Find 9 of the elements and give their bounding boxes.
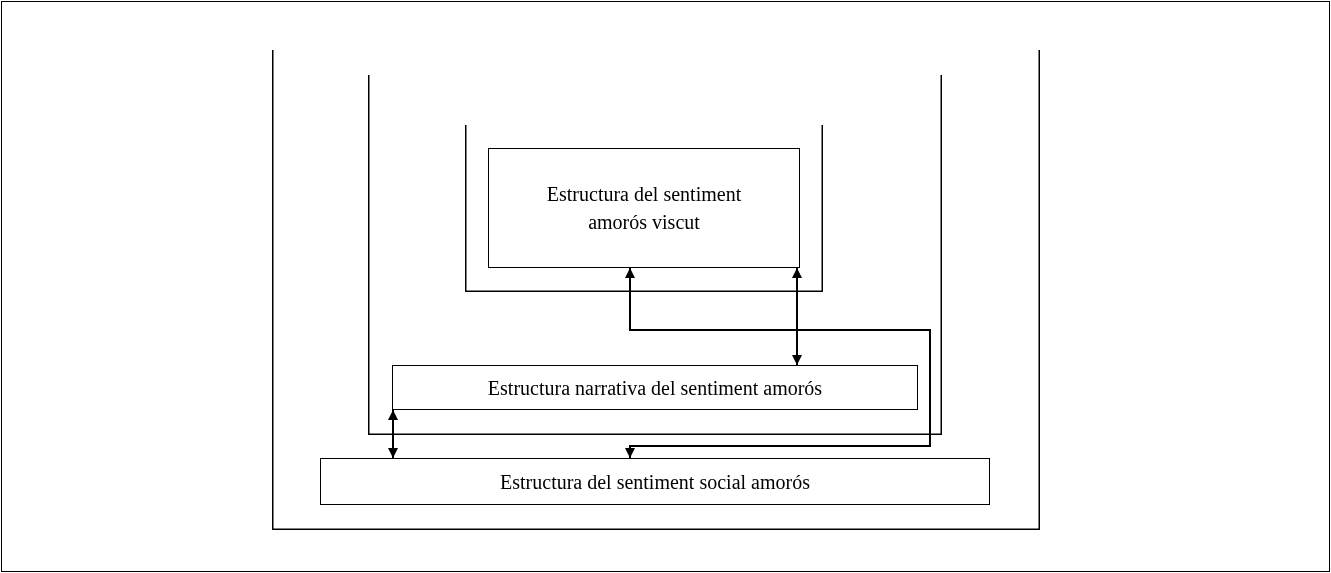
text-box	[320, 458, 990, 505]
text-box	[392, 365, 918, 410]
text-box	[488, 148, 800, 268]
nested-outline	[272, 50, 1040, 530]
nested-outline	[368, 75, 942, 435]
nested-outline	[465, 125, 823, 292]
double-arrow	[625, 267, 931, 459]
double-arrow	[388, 409, 398, 459]
double-arrow	[792, 267, 802, 366]
